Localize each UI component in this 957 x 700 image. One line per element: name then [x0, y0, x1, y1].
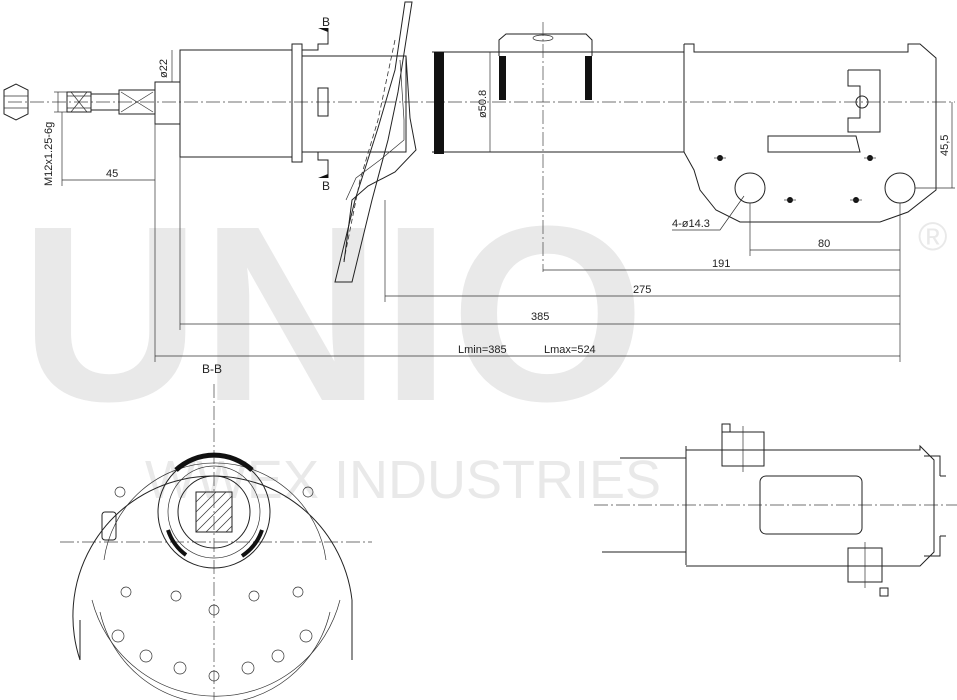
upper-mount: [179, 1, 417, 283]
dim-191: 191: [712, 258, 730, 270]
section-cut-marks: [318, 28, 329, 178]
watermark-registered: ®: [918, 215, 947, 259]
bracket-clamp-left: [499, 56, 506, 100]
dim-lmin: Lmin=385: [458, 344, 507, 356]
damper-tube: [432, 22, 684, 272]
piston-rod: [66, 81, 181, 125]
watermark-brand: UNIO: [20, 174, 645, 453]
dim-lmax: Lmax=524: [544, 344, 596, 356]
seal-ring-left: [434, 52, 444, 154]
thread-label: M12x1.25-6g: [43, 122, 55, 186]
seat-tab: [101, 511, 117, 541]
dim-45: 45: [106, 168, 118, 180]
dim-275: 275: [633, 284, 651, 296]
section-mark-top: B: [322, 15, 330, 29]
main-view: B B: [3, 1, 955, 362]
bracket-detail-view: [594, 423, 957, 597]
dim-385: 385: [531, 311, 549, 323]
dim-80: 80: [818, 238, 830, 250]
holes-label: 4-ø14.3: [672, 218, 710, 230]
bracket-clamp-right: [585, 56, 592, 100]
rod-diameter-label: ø22: [158, 59, 170, 78]
top-nut: [3, 83, 29, 121]
watermark-tagline: WWEX INDUSTRIES: [145, 450, 661, 510]
knuckle-bracket: [683, 43, 937, 223]
section-view: B-B: [60, 362, 372, 700]
section-title: B-B: [202, 362, 222, 376]
seat-outer: [72, 475, 353, 661]
dim-45-5: 45,5: [939, 135, 951, 156]
watermark: UNIO ® WWEX INDUSTRIES: [20, 174, 947, 510]
seat-holes: [111, 486, 314, 682]
tube-diameter-label: ø50.8: [477, 90, 489, 118]
section-mark-bottom: B: [322, 179, 330, 193]
dimension-lines: [54, 50, 955, 362]
